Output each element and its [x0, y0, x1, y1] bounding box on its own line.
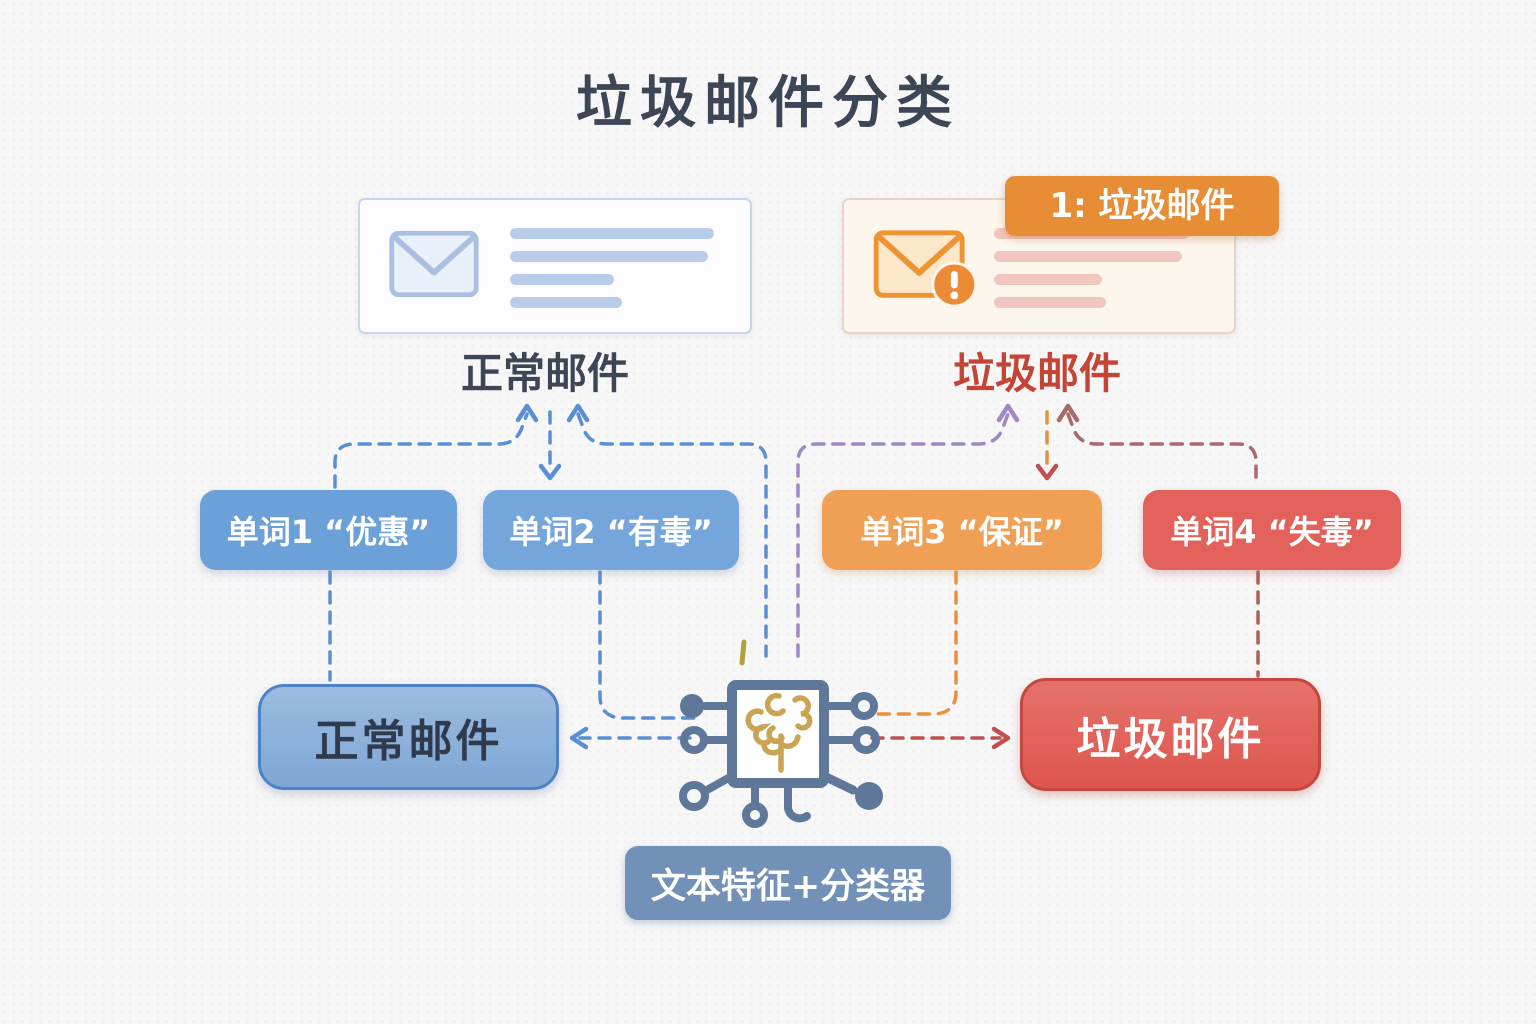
word-box-1: 单词1 “优惠” [200, 490, 457, 570]
word-box-2: 单词2 “有毒” [483, 490, 739, 570]
page-title: 垃圾邮件分类 [576, 71, 960, 136]
placeholder-line [510, 251, 708, 262]
output-spam-box: 垃圾邮件 [1020, 678, 1321, 791]
spam-class-badge: 1: 垃圾邮件 [1005, 176, 1279, 236]
placeholder-line [510, 228, 714, 239]
chip-brain-icon [655, 628, 905, 852]
output-normal-box: 正常邮件 [258, 684, 559, 790]
placeholder-line [994, 297, 1106, 308]
spam-email-label: 垃圾邮件 [952, 349, 1121, 398]
envelope-icon [386, 224, 482, 308]
placeholder-line [510, 274, 614, 285]
envelope-alert-icon [870, 224, 980, 314]
classifier-caption: 文本特征+分类器 [625, 846, 951, 920]
placeholder-line [994, 251, 1182, 262]
placeholder-line [510, 297, 622, 308]
word-box-3: 单词3 “保证” [822, 490, 1102, 570]
word-box-4: 单词4 “失毒” [1143, 490, 1401, 570]
placeholder-line [994, 274, 1102, 285]
normal-email-card [358, 198, 752, 334]
text-placeholder-lines [510, 228, 714, 320]
text-placeholder-lines [994, 228, 1189, 320]
normal-email-label: 正常邮件 [460, 349, 629, 398]
